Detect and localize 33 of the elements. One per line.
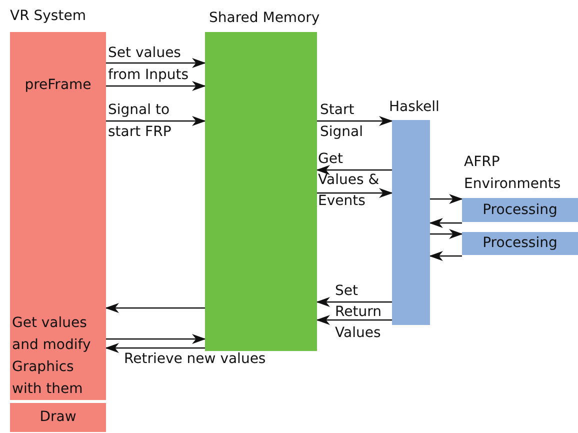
edge-label: Start Signal [320,101,364,142]
arrow [106,334,206,344]
arrow [316,315,392,325]
arrow [430,229,463,239]
group-heading: AFRP Environments [464,153,562,194]
process-box [462,232,578,255]
step-text: Processing [482,234,558,253]
arrow [430,194,463,204]
edge-label: Signal to start FRP [108,101,172,142]
arrow [317,188,393,198]
edge-label: Set Return Values [335,282,382,343]
arrow [316,297,392,307]
column-heading: Shared Memory [209,9,320,28]
edge-label: Retrieve new values [124,350,266,369]
edge-label: Set values from Inputs [108,44,190,85]
edge-label: Get Values & Events [318,150,380,211]
step-text: Draw [38,408,78,427]
arrow [105,303,205,313]
column-heading: Haskell [389,98,440,117]
column-heading: VR System [10,7,86,26]
arrow [106,81,206,91]
arrow [429,218,462,228]
step-text: Processing [482,201,558,220]
step-box [10,403,106,432]
process-box [462,198,578,222]
step-text: Get values and modify Graphics with them [12,314,92,399]
arrow [105,343,205,353]
arrow [317,116,393,126]
arrow [106,116,206,126]
arrow [429,251,462,261]
arrow [316,165,392,175]
step-text: preFrame [24,76,92,95]
arrow [106,58,206,68]
